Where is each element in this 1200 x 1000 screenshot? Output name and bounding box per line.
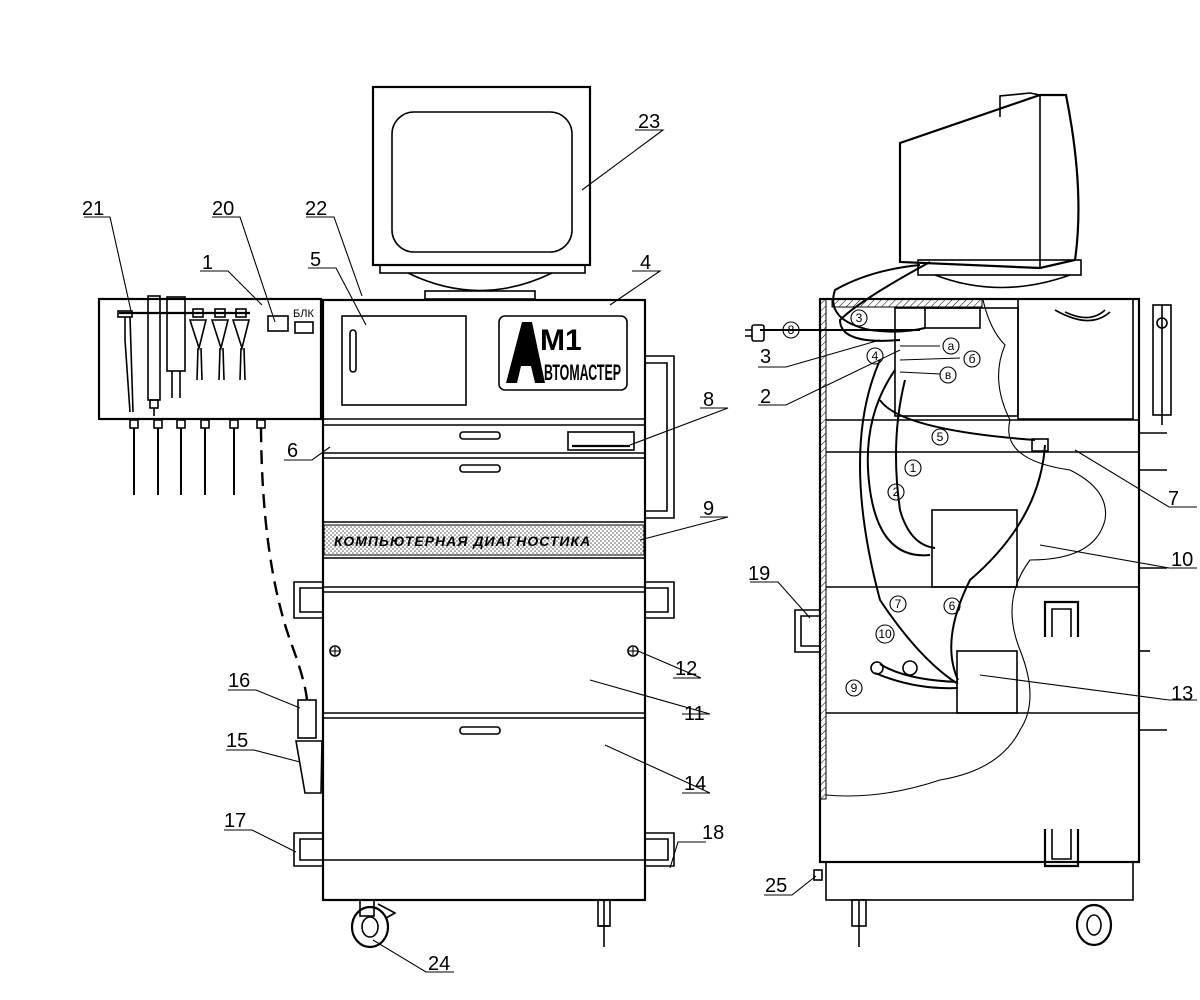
monitor-side	[898, 92, 1082, 289]
callout-21: 21	[82, 198, 104, 220]
callout-5: 5	[310, 249, 321, 271]
cable-marker-6: 6	[949, 599, 956, 613]
cable-marker-5: 5	[937, 430, 944, 444]
logo-m1: M1	[540, 324, 582, 357]
cable-marker-2: 2	[893, 485, 900, 499]
callout-24: 24	[428, 953, 450, 975]
cable-marker-7: 7	[895, 597, 902, 611]
blk-label: БЛК	[293, 308, 314, 320]
cable-markers: 3 4 8 5 1 2 7 6 10 9 а б в	[782, 309, 981, 697]
logo-brand: АВТОМАСТЕР	[535, 360, 621, 385]
callout-8: 8	[703, 389, 714, 411]
callout-20: 20	[212, 198, 234, 220]
callout-23: 23	[638, 111, 660, 133]
callout-10: 10	[1171, 549, 1193, 571]
internal-cables	[745, 261, 1046, 690]
probe-1	[188, 308, 208, 381]
screw-right	[627, 645, 639, 657]
cable-marker-10: 10	[878, 627, 892, 641]
diagnostics-banner: КОМПЬЮТЕРНАЯ ДИАГНОСТИКА	[334, 533, 591, 549]
cable-marker-1: 1	[910, 461, 917, 475]
callout-1: 1	[202, 252, 213, 274]
panel-connectors	[129, 419, 309, 701]
callout-2: 2	[760, 386, 771, 408]
socket-a: а	[948, 339, 955, 353]
callout-17: 17	[224, 810, 246, 832]
cabinet-side	[794, 297, 1172, 947]
callout-4: 4	[640, 252, 651, 274]
probe-3	[231, 308, 251, 381]
probe-2	[210, 308, 230, 381]
cable-marker-3: 3	[856, 311, 863, 325]
tool-panel: БЛК	[97, 295, 323, 701]
callout-6: 6	[287, 440, 298, 462]
probe-holder	[295, 699, 323, 794]
callout-15: 15	[226, 730, 248, 752]
callout-11: 11	[684, 703, 705, 725]
cable-marker-4: 4	[872, 349, 879, 363]
callout-9: 9	[703, 498, 714, 520]
monitor-front	[371, 85, 592, 300]
cabinet-front: КОМПЬЮТЕРНАЯ ДИАГНОСТИКА M1 АВТОМАСТЕР	[293, 298, 675, 902]
callout-18: 18	[702, 822, 724, 844]
socket-b: б	[969, 352, 976, 366]
leader-lines	[84, 129, 1197, 973]
caster-right	[597, 899, 611, 947]
callout-7: 7	[1168, 488, 1179, 510]
automaster-logo: M1 АВТОМАСТЕР	[498, 315, 628, 391]
callout-13: 13	[1171, 683, 1193, 705]
cable-marker-8: 8	[788, 323, 795, 337]
callout-22: 22	[305, 198, 327, 220]
callout-25: 25	[765, 875, 787, 897]
screw-left	[329, 645, 341, 657]
callout-numbers: 21 1 20 22 5 4 23 8 6 9 12 11 14 16 15 1…	[82, 111, 1193, 975]
callout-3: 3	[760, 346, 771, 368]
callout-12: 12	[675, 658, 697, 680]
callout-14: 14	[684, 773, 706, 795]
front-view: БЛК	[97, 85, 675, 949]
cable-marker-9: 9	[851, 681, 858, 695]
caster-left	[350, 899, 397, 949]
callout-19: 19	[748, 563, 770, 585]
socket-v: в	[945, 368, 951, 382]
side-view: 3 4 8 5 1 2 7 6 10 9 а б в	[745, 92, 1172, 947]
callout-16: 16	[228, 670, 250, 692]
